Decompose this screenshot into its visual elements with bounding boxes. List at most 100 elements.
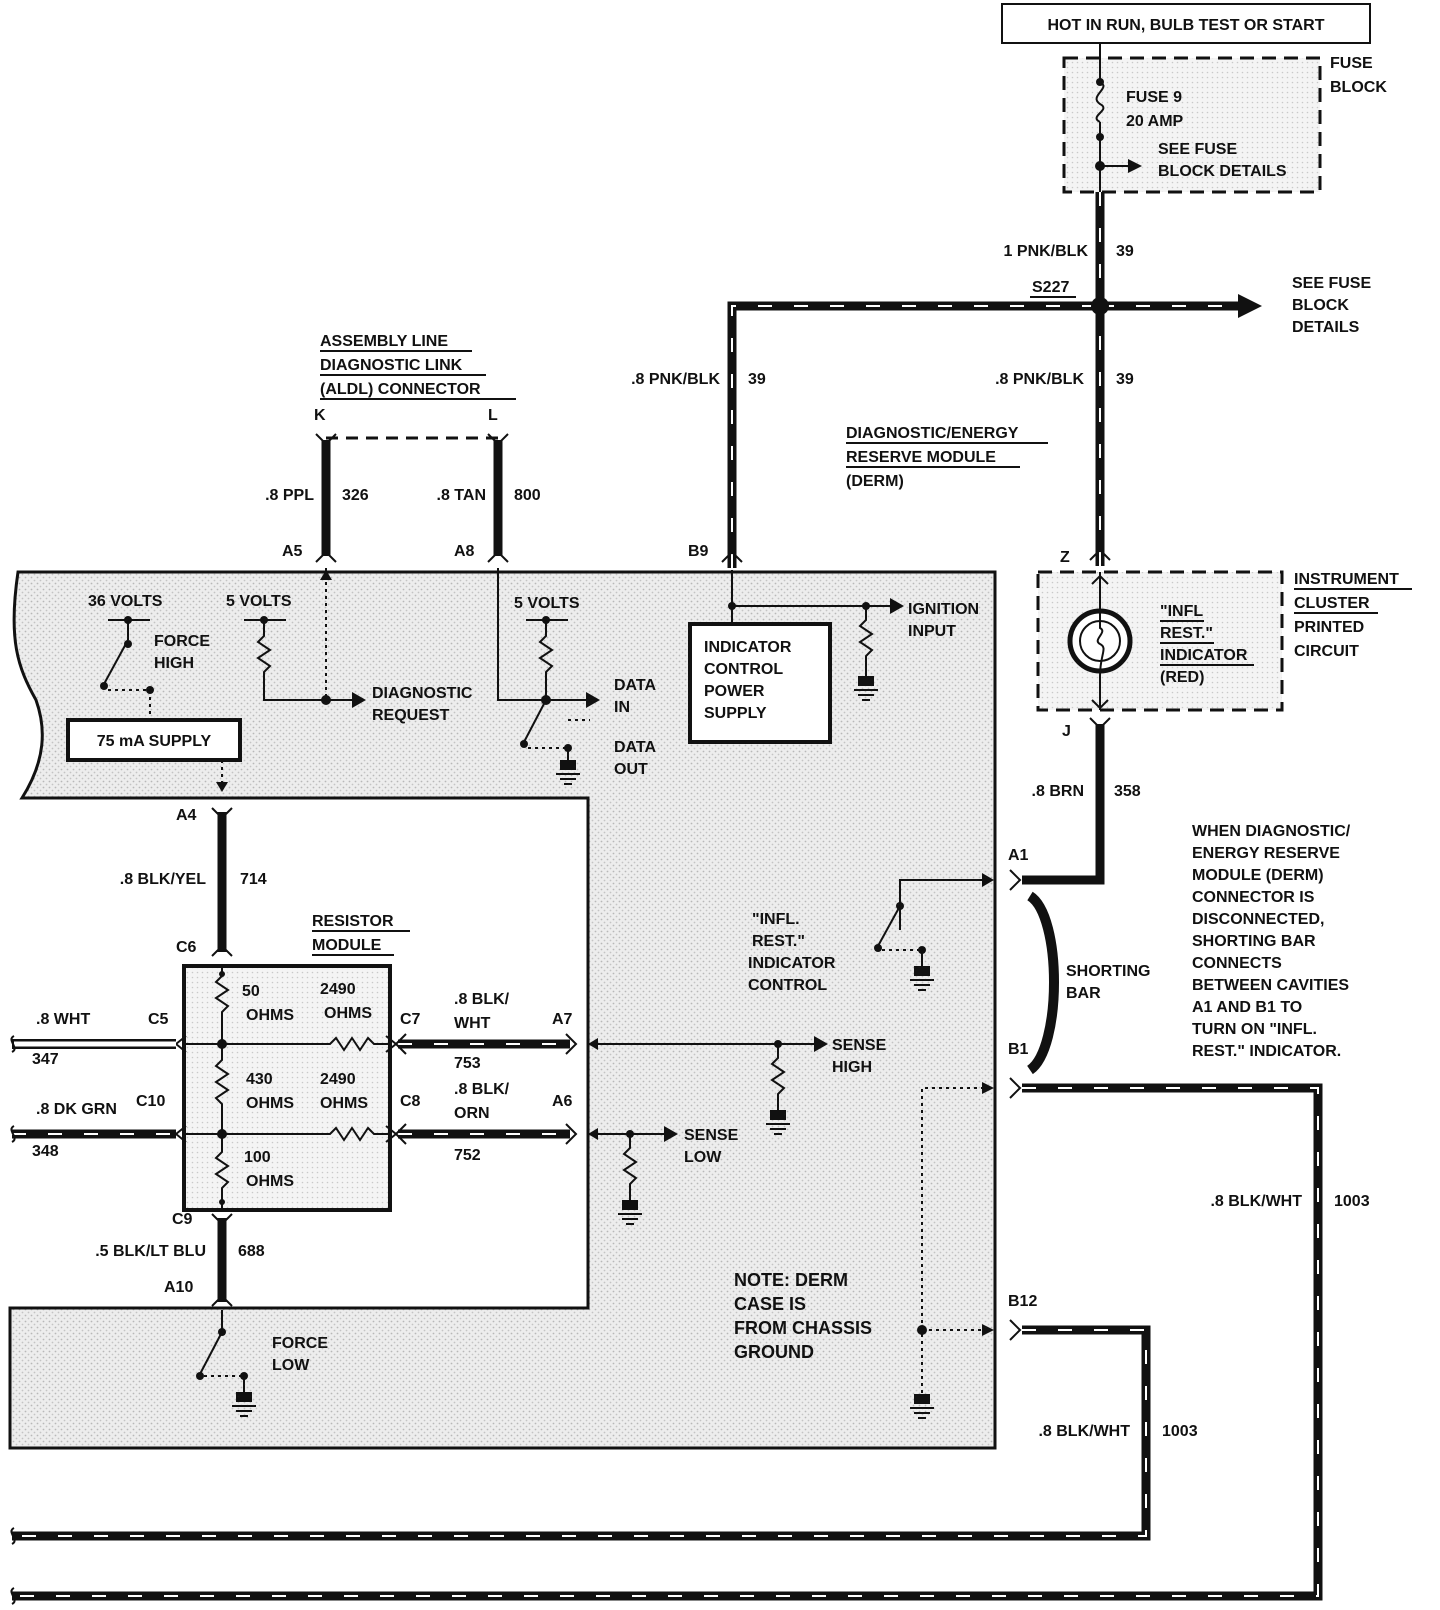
svg-text:688: 688 <box>238 1243 265 1260</box>
svg-text:20 AMP: 20 AMP <box>1126 113 1184 130</box>
svg-text:L: L <box>488 407 498 424</box>
svg-text:WHT: WHT <box>454 1015 491 1032</box>
svg-text:326: 326 <box>342 487 369 504</box>
svg-text:FROM CHASSIS: FROM CHASSIS <box>734 1318 872 1338</box>
arrow-icon <box>352 692 366 708</box>
svg-text:SENSE: SENSE <box>832 1037 887 1054</box>
svg-text:1003: 1003 <box>1162 1423 1198 1440</box>
svg-text:MODULE (DERM): MODULE (DERM) <box>1192 867 1324 884</box>
svg-text:BLOCK DETAILS: BLOCK DETAILS <box>1158 163 1287 180</box>
splice-dot <box>1091 297 1109 315</box>
svg-text:B9: B9 <box>688 543 709 560</box>
svg-text:INDICATOR: INDICATOR <box>1160 647 1248 664</box>
svg-text:A4: A4 <box>176 807 197 824</box>
hot-label-box: HOT IN RUN, BULB TEST OR START <box>1001 3 1371 44</box>
ground-icon <box>556 760 580 785</box>
resistor-module <box>182 964 392 1212</box>
ground-icon <box>910 1394 934 1419</box>
svg-text:CASE IS: CASE IS <box>734 1294 806 1314</box>
svg-text:BAR: BAR <box>1066 985 1101 1002</box>
instrument-cluster-title: INSTRUMENT <box>1294 571 1399 588</box>
svg-text:A7: A7 <box>552 1011 573 1028</box>
svg-text:A6: A6 <box>552 1093 573 1110</box>
svg-text:752: 752 <box>454 1147 481 1164</box>
svg-text:.8 BLK/: .8 BLK/ <box>454 991 510 1008</box>
svg-text:DIAGNOSTIC: DIAGNOSTIC <box>372 685 473 702</box>
arrow-icon <box>814 1036 828 1052</box>
svg-text:GROUND: GROUND <box>734 1342 814 1362</box>
svg-text:A8: A8 <box>454 543 475 560</box>
svg-text:SEE FUSE: SEE FUSE <box>1292 275 1371 292</box>
svg-text:BETWEEN CAVITIES: BETWEEN CAVITIES <box>1192 977 1349 994</box>
ground-icon <box>910 966 934 991</box>
svg-text:OHMS: OHMS <box>246 1095 294 1112</box>
arrow-icon <box>586 692 600 708</box>
svg-text:.8 BLK/: .8 BLK/ <box>454 1081 510 1098</box>
svg-text:MODULE: MODULE <box>312 937 382 954</box>
svg-text:REST.": REST." <box>1160 625 1213 642</box>
svg-text:A1: A1 <box>1008 847 1029 864</box>
svg-text:B1: B1 <box>1008 1041 1029 1058</box>
svg-text:HIGH: HIGH <box>154 655 194 672</box>
svg-text:39: 39 <box>748 371 766 388</box>
svg-text:39: 39 <box>1116 371 1134 388</box>
svg-text:REST.": REST." <box>752 933 805 950</box>
arrow-icon <box>1128 159 1142 173</box>
svg-text:(DERM): (DERM) <box>846 473 904 490</box>
svg-text:.8 BLK/YEL: .8 BLK/YEL <box>120 871 206 888</box>
svg-text:FORCE: FORCE <box>272 1335 328 1352</box>
svg-text:OHMS: OHMS <box>246 1007 294 1024</box>
svg-text:FORCE: FORCE <box>154 633 210 650</box>
svg-text:2490: 2490 <box>320 981 356 998</box>
svg-text:SHORTING BAR: SHORTING BAR <box>1192 933 1316 950</box>
svg-text:IN: IN <box>614 699 630 716</box>
ground-icon <box>618 1200 642 1225</box>
svg-text:TURN ON "INFL.: TURN ON "INFL. <box>1192 1021 1317 1038</box>
svg-text:DATA: DATA <box>614 677 657 694</box>
svg-text:LOW: LOW <box>684 1149 722 1166</box>
shorting-note: WHEN DIAGNOSTIC/ ENERGY RESERVE MODULE (… <box>1192 823 1351 1060</box>
svg-text:BLOCK: BLOCK <box>1292 297 1349 314</box>
svg-text:INDICATOR: INDICATOR <box>748 955 836 972</box>
svg-text:430: 430 <box>246 1071 273 1088</box>
svg-text:.8 BRN: .8 BRN <box>1032 783 1084 800</box>
svg-text:CONTROL: CONTROL <box>748 977 827 994</box>
arrow-icon <box>664 1126 678 1142</box>
svg-text:ENERGY RESERVE: ENERGY RESERVE <box>1192 845 1340 862</box>
svg-text:C9: C9 <box>172 1211 193 1228</box>
svg-text:ORN: ORN <box>454 1105 490 1122</box>
svg-text:INPUT: INPUT <box>908 623 956 640</box>
svg-text:A10: A10 <box>164 1279 193 1296</box>
svg-text:SUPPLY: SUPPLY <box>704 705 767 722</box>
svg-text:1003: 1003 <box>1334 1193 1370 1210</box>
svg-text:5 VOLTS: 5 VOLTS <box>226 593 292 610</box>
svg-text:2490: 2490 <box>320 1071 356 1088</box>
svg-text:REST." INDICATOR.: REST." INDICATOR. <box>1192 1043 1341 1060</box>
svg-text:B12: B12 <box>1008 1293 1037 1310</box>
svg-text:.8 BLK/WHT: .8 BLK/WHT <box>1210 1193 1302 1210</box>
svg-text:CONNECTOR IS: CONNECTOR IS <box>1192 889 1315 906</box>
indicator-control-power-supply <box>688 622 832 744</box>
arrow-icon <box>1238 294 1262 318</box>
derm-note: NOTE: DERM <box>734 1270 848 1290</box>
svg-text:.8 DK GRN: .8 DK GRN <box>36 1101 117 1118</box>
arrow-icon <box>982 873 994 887</box>
svg-text:K: K <box>314 407 326 424</box>
hot-label: HOT IN RUN, BULB TEST OR START <box>1047 17 1324 34</box>
svg-text:CIRCUIT: CIRCUIT <box>1294 643 1359 660</box>
svg-text:39: 39 <box>1116 243 1134 260</box>
svg-text:5 VOLTS: 5 VOLTS <box>514 595 580 612</box>
svg-text:(RED): (RED) <box>1160 669 1204 686</box>
svg-text:POWER: POWER <box>704 683 765 700</box>
svg-text:100: 100 <box>244 1149 271 1166</box>
arrow-icon <box>890 598 904 614</box>
svg-text:A5: A5 <box>282 543 303 560</box>
svg-text:800: 800 <box>514 487 541 504</box>
svg-text:INDICATOR: INDICATOR <box>704 639 792 656</box>
svg-text:"INFL.: "INFL. <box>752 911 800 928</box>
svg-text:WHEN DIAGNOSTIC/: WHEN DIAGNOSTIC/ <box>1192 823 1351 840</box>
fuse-block <box>1062 56 1322 194</box>
svg-text:SENSE: SENSE <box>684 1127 739 1144</box>
svg-text:IGNITION: IGNITION <box>908 601 979 618</box>
